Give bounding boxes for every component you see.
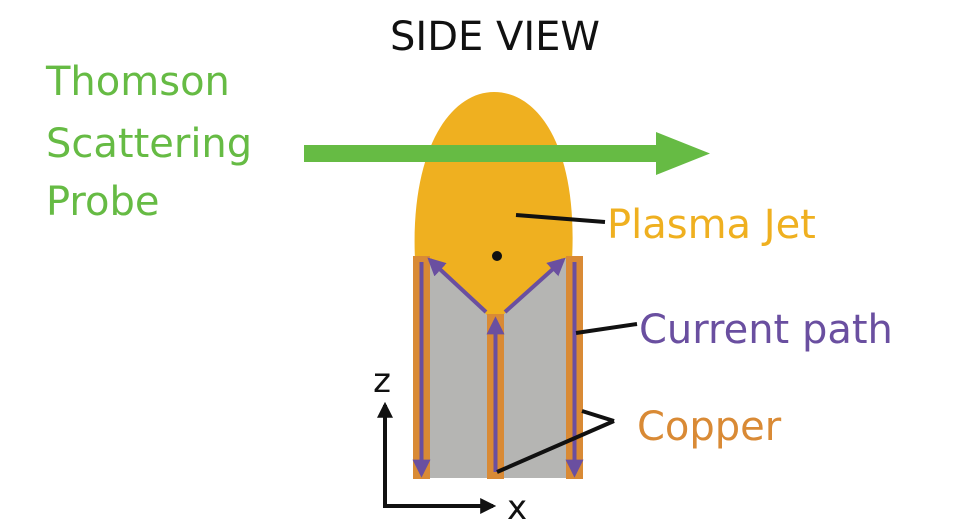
gray-body-left bbox=[428, 258, 488, 478]
z-axis-label: z bbox=[373, 361, 391, 401]
copper-label: Copper bbox=[637, 404, 782, 450]
gray-body-right bbox=[502, 258, 566, 478]
diagram-title: SIDE VIEW bbox=[390, 14, 600, 60]
current-arrow-right-diagonal bbox=[503, 257, 566, 314]
measurement-point-dot bbox=[492, 251, 502, 261]
probe-label-line-1: Thomson bbox=[45, 59, 230, 105]
current-arrow-left-diagonal bbox=[427, 257, 488, 314]
probe-beam-arrowhead bbox=[656, 132, 710, 175]
copper-leader-line-center bbox=[496, 419, 615, 474]
copper-leader-line-right bbox=[581, 409, 615, 423]
current-path-leader-line bbox=[575, 322, 638, 335]
plasma-jet-leader-line bbox=[515, 213, 606, 224]
plasma-jet-label: Plasma Jet bbox=[607, 202, 816, 248]
probe-label-line-3: Probe bbox=[46, 179, 159, 225]
probe-label-line-2: Scattering bbox=[46, 121, 252, 167]
x-axis-label: x bbox=[507, 488, 527, 526]
current-path-label: Current path bbox=[639, 307, 893, 353]
probe-beam-shaft bbox=[304, 145, 664, 162]
